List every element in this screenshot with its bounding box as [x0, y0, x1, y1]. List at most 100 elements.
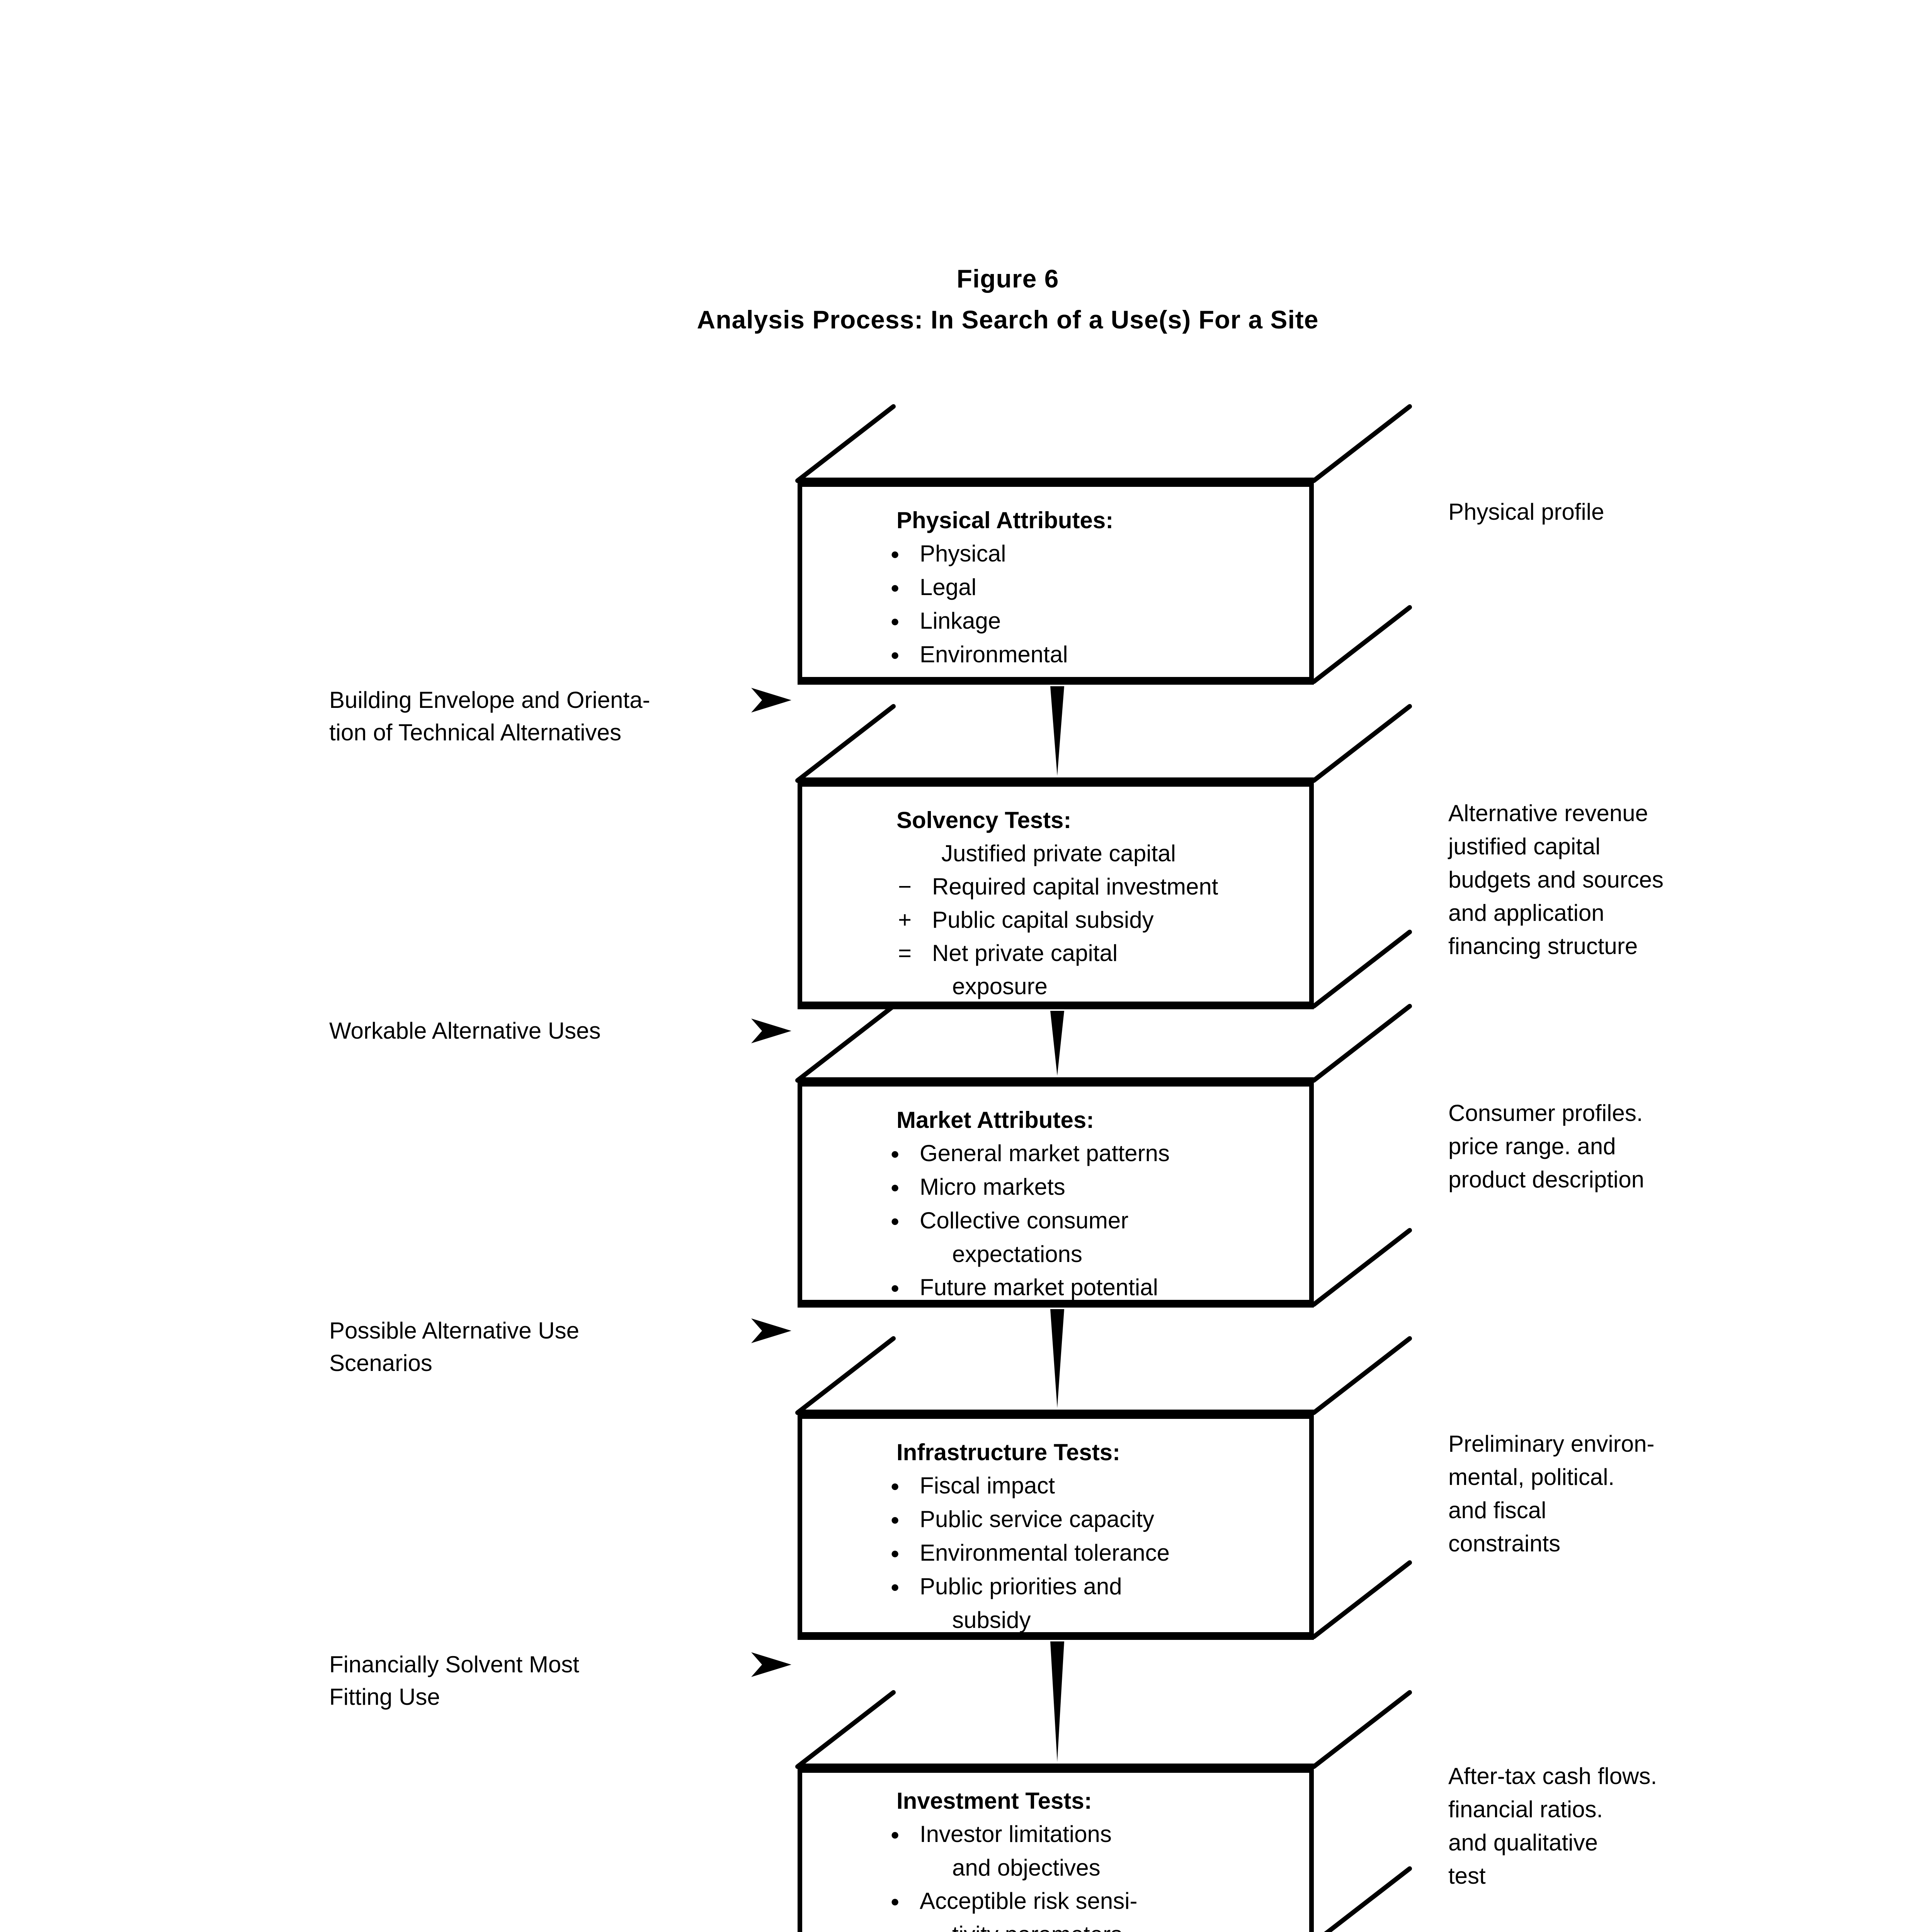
list-item: ● Acceptible risk sensi- — [890, 1884, 1301, 1918]
bullet-icon: ● — [890, 1826, 900, 1843]
bullet-icon: ● — [890, 1893, 900, 1910]
list-item: −Required capital investment — [896, 870, 1301, 903]
label-line: Alternative revenue — [1448, 800, 1648, 826]
list-item-text: Public service capacity — [920, 1506, 1154, 1532]
bullet-icon: ● — [890, 1279, 900, 1296]
down-arrow-icon-4 — [1050, 1641, 1064, 1762]
down-arrow-icon-1 — [1050, 686, 1064, 776]
box-4-top-left-diagonal — [795, 1336, 896, 1415]
label-line: product description — [1448, 1167, 1644, 1192]
box-4-top-right-diagonal — [1312, 1336, 1412, 1415]
label-line: justified capital — [1448, 833, 1601, 859]
box-5-top-left-diagonal — [795, 1690, 896, 1769]
label-line: After-tax cash flows. — [1448, 1763, 1657, 1789]
bullet-icon: ● — [890, 1478, 900, 1495]
list-item-text: Environmental tolerance — [920, 1540, 1170, 1566]
box-5-top-right-diagonal — [1312, 1690, 1412, 1769]
left-label-workable-alternative-uses: Workable Alternative Uses — [329, 1015, 601, 1047]
list-item-text: Future market potential — [920, 1274, 1158, 1300]
list-item-continuation: and objectives — [952, 1855, 1101, 1881]
list-item: Justified private capital — [896, 837, 1301, 870]
label-line: financial ratios. — [1448, 1796, 1603, 1822]
label-line: Financially Solvent Most — [329, 1651, 579, 1677]
flow-box-content: Solvency Tests: Justified private capital… — [802, 787, 1309, 1003]
list-item: ●Linkage — [890, 604, 1301, 638]
label-line: Scenarios — [329, 1350, 432, 1376]
label-line: and fiscal — [1448, 1497, 1546, 1523]
list-item-text: Required capital investment — [932, 874, 1218, 900]
flow-box-market-attributes: Market Attributes: ● General market patter… — [798, 1077, 1314, 1308]
list-item-text: Physical — [920, 541, 1006, 566]
operator-prefix: − — [898, 874, 912, 900]
list-item-text: Justified private capital — [941, 840, 1176, 866]
operator-prefix: = — [898, 940, 912, 966]
list-item-text: Micro markets — [920, 1174, 1065, 1200]
down-arrow-icon-3 — [1050, 1309, 1064, 1408]
list-item: ●Fiscal impact — [890, 1469, 1301, 1503]
list-item: ●Public priorities and — [890, 1570, 1301, 1604]
left-label-building-envelope: Building Envelope and Orienta-tion of Te… — [329, 684, 650, 749]
label-line: mental, political. — [1448, 1464, 1615, 1490]
box-2-top-right-diagonal — [1312, 704, 1412, 783]
bullet-icon: ● — [890, 1578, 900, 1595]
list-item: ●Environmental tolerance — [890, 1536, 1301, 1570]
label-line: Preliminary environ- — [1448, 1431, 1655, 1457]
list-item-text: Net private capital — [932, 940, 1118, 966]
box-2-top-left-diagonal — [795, 704, 896, 783]
bullet-icon: ● — [890, 1145, 900, 1162]
label-line: Building Envelope and Orienta- — [329, 687, 650, 713]
bullet-icon: ● — [890, 646, 900, 663]
right-label-after-tax-cash-flows: After-tax cash flows. financial ratios. an… — [1448, 1760, 1657, 1893]
label-line: and qualitative — [1448, 1830, 1598, 1855]
flow-box-heading: Physical Attributes: — [896, 507, 1114, 533]
list-item-text: Investor limitations — [920, 1821, 1112, 1847]
list-item: ● Investor limitations — [890, 1818, 1301, 1851]
right-arrowhead-icon-3 — [751, 1318, 791, 1343]
box-1-top-right-diagonal — [1312, 404, 1412, 483]
list-item: ●Micro markets — [890, 1170, 1301, 1204]
label-line: financing structure — [1448, 933, 1638, 959]
box-4-bottom-right-diagonal — [1312, 1560, 1412, 1639]
label-line: and application — [1448, 900, 1604, 926]
list-item-text: Environmental — [920, 641, 1068, 667]
label-line: Physical profile — [1448, 499, 1604, 525]
list-item: ● Future market potential — [890, 1271, 1301, 1304]
flow-box-heading: Market Attributes: — [896, 1107, 1094, 1133]
box-3-bottom-right-diagonal — [1312, 1228, 1412, 1307]
list-item: ●Public service capacity — [890, 1503, 1301, 1536]
label-line: Fitting Use — [329, 1684, 440, 1710]
figure-label: Figure 6 — [956, 264, 1059, 293]
label-line: budgets and sources — [1448, 867, 1664, 893]
right-label-physical-profile: Physical profile — [1448, 495, 1604, 529]
list-item-text: Legal — [920, 574, 976, 600]
flow-box-heading: Solvency Tests: — [896, 807, 1072, 833]
list-item-text: Acceptible risk sensi- — [920, 1888, 1138, 1914]
list-item-continuation: expectations — [952, 1241, 1082, 1267]
label-line: Workable Alternative Uses — [329, 1018, 601, 1044]
box-3-top-left-diagonal — [795, 1004, 896, 1083]
right-arrowhead-icon-1 — [751, 688, 791, 713]
label-line: test — [1448, 1863, 1486, 1889]
box-3-top-right-diagonal — [1312, 1004, 1412, 1083]
figure-title: Analysis Process: In Search of a Use(s) … — [697, 305, 1319, 334]
list-item: = Net private capital — [896, 937, 1301, 970]
list-item: ● Physical — [890, 537, 1301, 571]
bullet-icon: ● — [890, 546, 900, 563]
flow-box-physical-attributes: Physical Attributes: ● Physical ● Legal ●Link… — [798, 478, 1314, 685]
box-1-top-left-diagonal — [795, 404, 896, 483]
operator-prefix: + — [898, 907, 912, 933]
list-item-continuation: subsidy — [952, 1607, 1031, 1633]
list-item-text: General market patterns — [920, 1140, 1170, 1166]
flow-box-heading: Investment Tests: — [896, 1788, 1092, 1814]
box-2-bottom-right-diagonal — [1312, 930, 1412, 1009]
label-line: tion of Technical Alternatives — [329, 719, 622, 745]
list-item-text: Public capital subsidy — [932, 907, 1154, 933]
flow-box-investment-tests: Investment Tests: ● Investor limitations an… — [798, 1764, 1314, 1932]
list-item-continuation: tivity parameters — [952, 1918, 1301, 1932]
flow-box-content: Infrastructure Tests:●Fiscal impact●Publ… — [802, 1419, 1309, 1637]
figure-title-block: Figure 6 Analysis Process: In Search of … — [43, 258, 1929, 340]
right-arrowhead-icon-2 — [751, 1019, 791, 1043]
